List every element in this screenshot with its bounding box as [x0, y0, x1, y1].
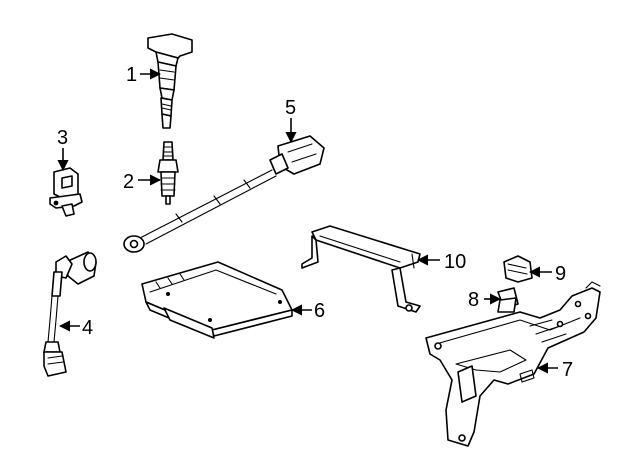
spark-plug-icon[interactable] — [157, 141, 179, 205]
callout-labels: 1 2 3 4 5 6 7 8 9 10 — [57, 64, 573, 381]
knock-sensor-icon[interactable] — [123, 135, 325, 253]
camshaft-sensor-icon[interactable] — [49, 167, 83, 217]
callout-6: 6 — [314, 300, 325, 322]
callout-8: 8 — [468, 289, 479, 311]
retainer-icon[interactable] — [503, 255, 533, 283]
crankshaft-sensor-icon[interactable] — [43, 251, 97, 377]
callout-9: 9 — [555, 263, 566, 285]
ignition-coil-icon[interactable] — [147, 33, 193, 129]
bracket-icon[interactable] — [425, 281, 601, 447]
ecm-icon[interactable] — [141, 261, 293, 339]
callout-arrows — [57, 68, 558, 374]
clip-icon[interactable] — [497, 287, 519, 313]
callout-3: 3 — [57, 127, 68, 149]
callout-1: 1 — [126, 64, 137, 86]
callout-10: 10 — [444, 251, 466, 273]
callout-4: 4 — [82, 317, 93, 339]
callout-5: 5 — [285, 97, 296, 119]
callout-7: 7 — [562, 359, 573, 381]
callout-2: 2 — [123, 171, 134, 193]
